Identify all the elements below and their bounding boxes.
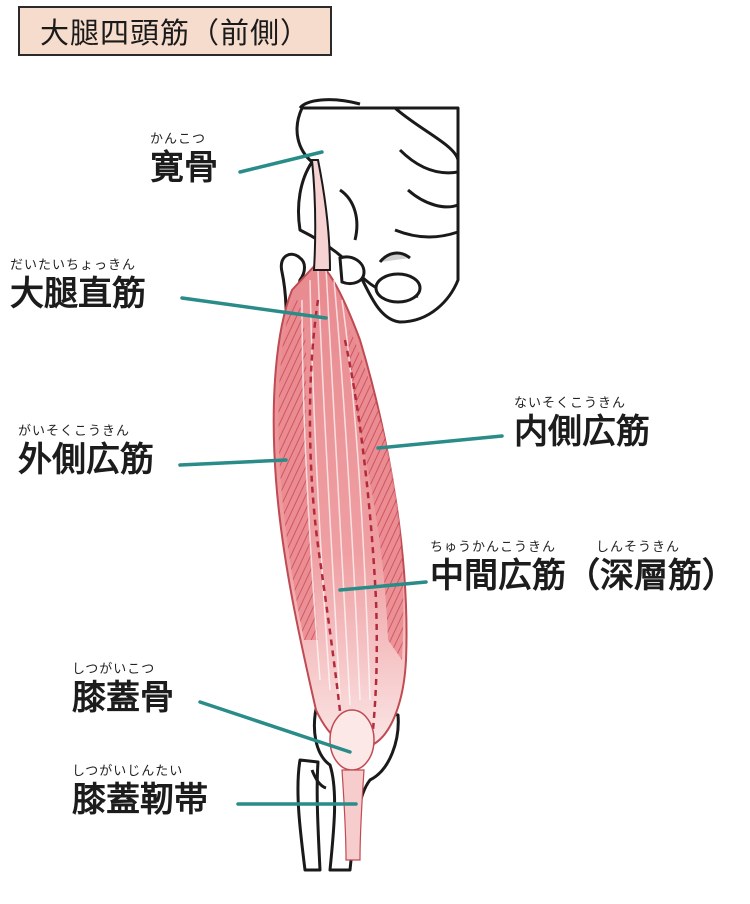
leader-vastus-lateral [178, 458, 288, 467]
term-ilium: 寛骨 [150, 148, 218, 188]
term-vastus-lateralis: 外側広筋 [18, 440, 154, 480]
term-vastus-medialis: 内側広筋 [514, 412, 650, 452]
term-patella: 膝蓋骨 [72, 678, 174, 718]
label-rectus-femoris: だいたいちょっきん 大腿直筋 [10, 258, 146, 314]
label-vastus-medialis: ないそくこうきん 内側広筋 [514, 396, 650, 452]
title-box: 大腿四頭筋（前側） [18, 6, 332, 56]
leader-ilium [238, 150, 324, 174]
ruby-vastus-intermedius: ちゅうかんこうきん [430, 540, 557, 555]
term-vastus-intermedius: 中間広筋（深層筋） [430, 556, 736, 596]
patella [329, 709, 375, 771]
diagram-title: 大腿四頭筋（前側） [39, 16, 310, 50]
label-patellar-ligament: しつがいじんたい 膝蓋靭帯 [72, 764, 208, 820]
leader-vastus-medial [376, 434, 504, 450]
label-vastus-lateralis: がいそくこうきん 外側広筋 [18, 424, 154, 480]
quadriceps-muscle [272, 260, 408, 750]
ruby-deep-muscle: しんそうきん [596, 540, 681, 555]
ruby-patella: しつがいこつ [72, 662, 156, 677]
ruby-vastus-lateralis: がいそくこうきん [18, 424, 131, 439]
ruby-patellar-ligament: しつがいじんたい [72, 764, 184, 779]
label-ilium: かんこつ 寛骨 [150, 132, 218, 188]
ruby-ilium: かんこつ [150, 132, 207, 147]
label-patella: しつがいこつ 膝蓋骨 [72, 662, 174, 718]
ruby-vastus-medialis: ないそくこうきん [514, 396, 627, 411]
leader-patella [198, 700, 352, 754]
term-patellar-ligament: 膝蓋靭帯 [72, 780, 208, 820]
pelvis-bone [295, 98, 460, 324]
rectus-tendon [310, 159, 332, 271]
label-vastus-intermedius: ちゅうかんこうきん しんそうきん 中間広筋（深層筋） [430, 540, 736, 596]
leader-rectus [180, 296, 328, 320]
patellar-ligament [341, 769, 365, 861]
term-rectus-femoris: 大腿直筋 [10, 274, 146, 314]
leader-lines [178, 150, 504, 806]
ruby-rectus-femoris: だいたいちょっきん [10, 258, 137, 273]
leader-vastus-intermedius [338, 580, 428, 592]
